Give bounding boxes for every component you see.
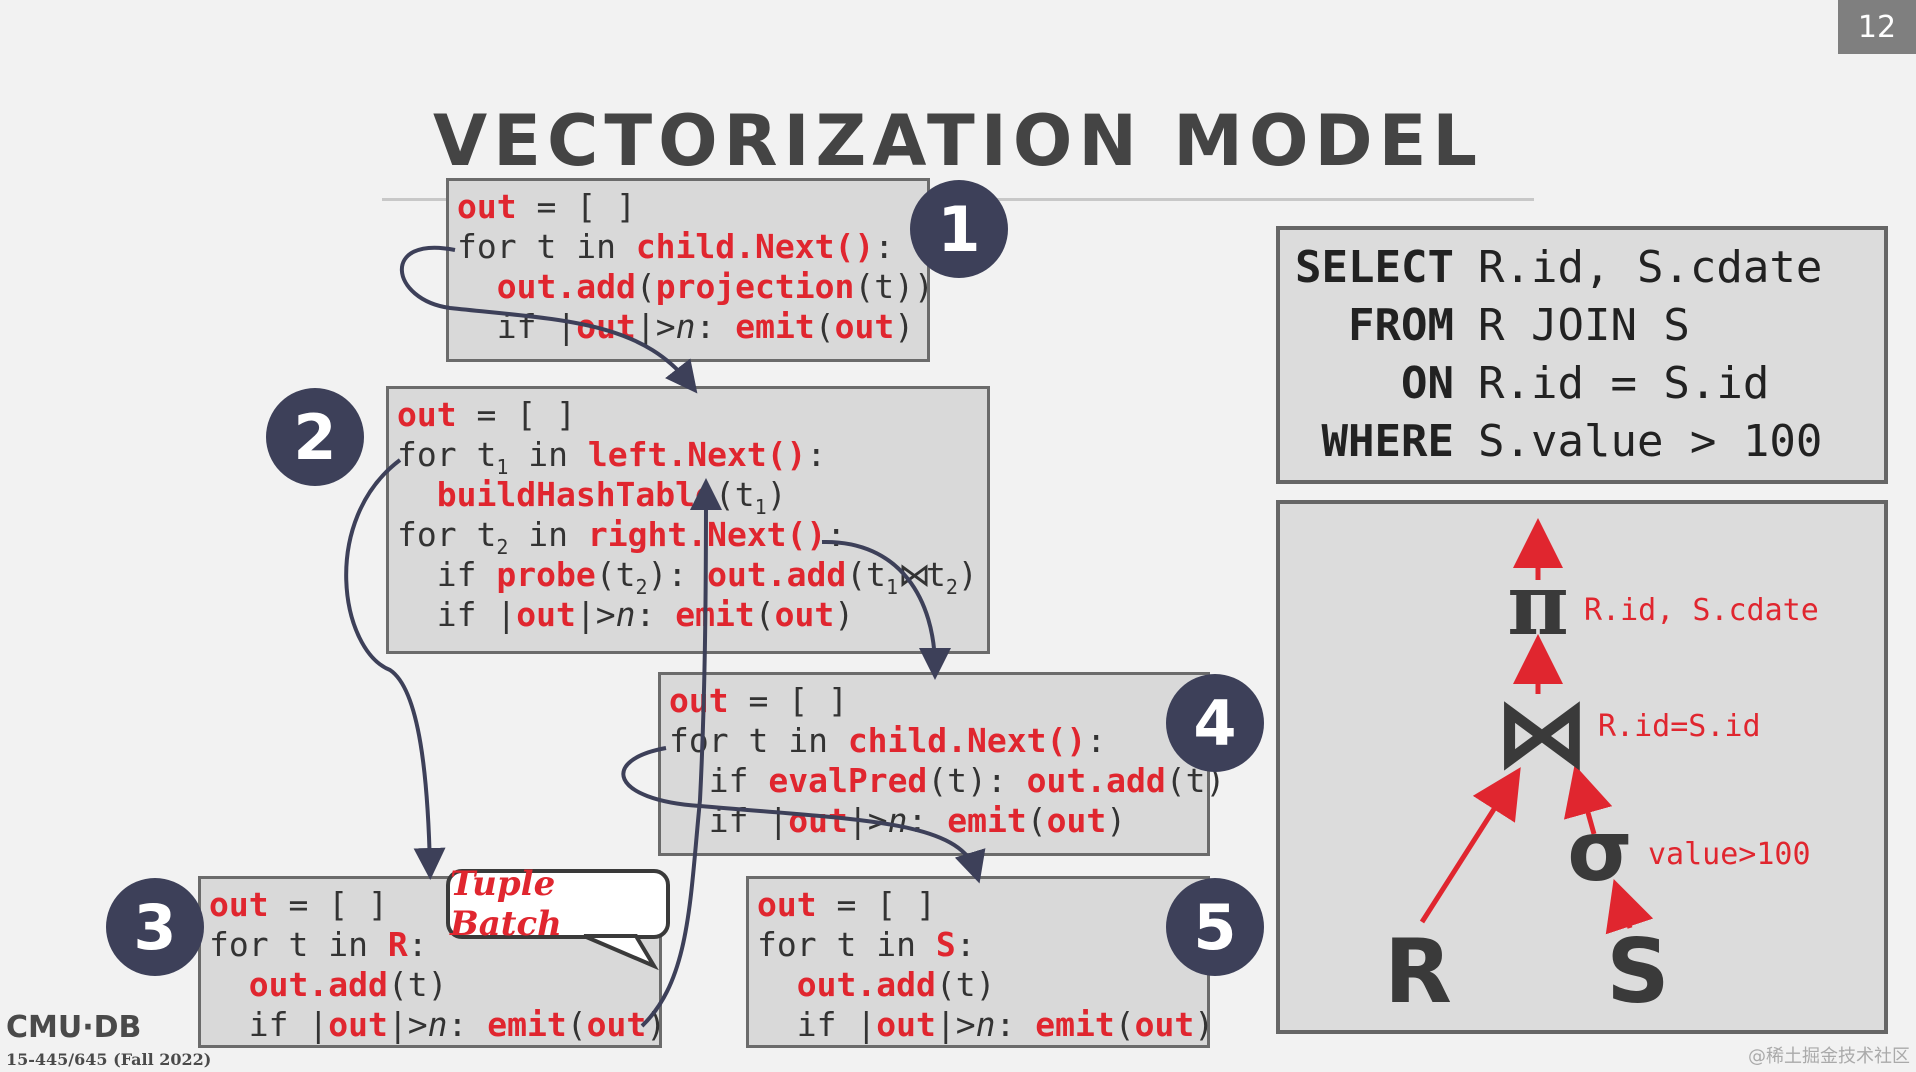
relation-r: R [1384, 920, 1452, 1023]
plan-edge-r-to-join [1419, 767, 1521, 924]
selection-symbol: σ [1567, 802, 1632, 900]
projection-label: R.id, S.cdate [1584, 593, 1819, 628]
course-label: 15-445/645 (Fall 2022) [6, 1050, 212, 1069]
join-label: R.id=S.id [1598, 709, 1761, 744]
relation-s: S [1606, 920, 1669, 1023]
selection-label: value>100 [1648, 837, 1811, 872]
query-plan-tree: π R.id, S.cdate ⋈ R.id=S.id σ value>100 … [1384, 518, 1819, 1023]
watermark: @稀土掘金技术社区 [1748, 1046, 1910, 1067]
cmu-db-logo: CMU·DB [6, 1010, 142, 1045]
operator-2-badge: 2 [266, 388, 364, 486]
operator-5-code: out = [ ] for t in S: out.add(t) if |out… [746, 876, 1214, 1048]
operator-5-badge: 5 [1166, 878, 1264, 976]
operator-1-code: out = [ ] for t in child.Next(): out.add… [446, 178, 934, 362]
plan-edge-selection-to-join [1564, 764, 1613, 835]
slide-number: 12 [1838, 0, 1916, 54]
query-plan: π R.id, S.cdate ⋈ R.id=S.id σ value>100 … [1276, 500, 1888, 1034]
projection-symbol: π [1507, 555, 1568, 654]
join-symbol: ⋈ [1494, 677, 1590, 789]
slide-title: VECTORIZATION MODEL [432, 100, 1483, 182]
operator-3-badge: 3 [106, 878, 204, 976]
operator-1-badge: 1 [910, 180, 1008, 278]
operator-2-code: out = [ ] for t1 in left.Next(): buildHa… [386, 386, 990, 654]
tuple-batch-callout: Tuple Batch [446, 864, 670, 944]
operator-4-code: out = [ ] for t in child.Next(): if eval… [658, 672, 1225, 856]
plan-edge-s-to-selection [1605, 879, 1654, 935]
operator-4-badge: 4 [1166, 674, 1264, 772]
